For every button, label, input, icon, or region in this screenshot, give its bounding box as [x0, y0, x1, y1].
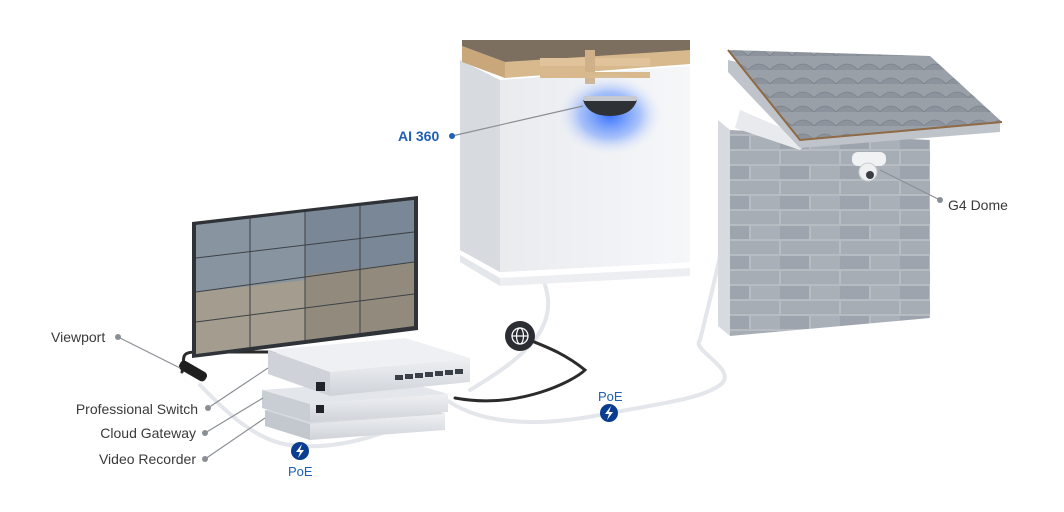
label-ai-360: AI 360 [398, 128, 440, 144]
callout-dots [115, 133, 943, 462]
label-poe-left: PoE [288, 464, 313, 479]
ceiling-pillar [460, 40, 690, 286]
ai360-camera [583, 100, 637, 116]
monitor-grid [195, 206, 415, 347]
label-video-recorder: Video Recorder [98, 451, 196, 467]
label-cloud-gateway: Cloud Gateway [100, 425, 196, 441]
poe-badge-left [291, 442, 309, 460]
brick-wall [718, 49, 1003, 336]
label-professional-switch: Professional Switch [75, 401, 198, 417]
label-poe-right: PoE [598, 389, 623, 404]
switch-ports [395, 369, 463, 380]
label-viewport: Viewport [51, 329, 106, 345]
rack-stack [262, 338, 470, 440]
label-g4-dome: G4 Dome [948, 197, 1008, 213]
monitor-display [192, 196, 418, 358]
poe-badge-right [600, 404, 618, 422]
callout-lines [117, 105, 941, 460]
viewport-device [178, 360, 208, 382]
globe-icon [505, 321, 535, 351]
lightning-bolt-icon [605, 406, 613, 420]
g4-dome-camera [852, 152, 886, 182]
lightning-bolt-icon [296, 444, 304, 458]
